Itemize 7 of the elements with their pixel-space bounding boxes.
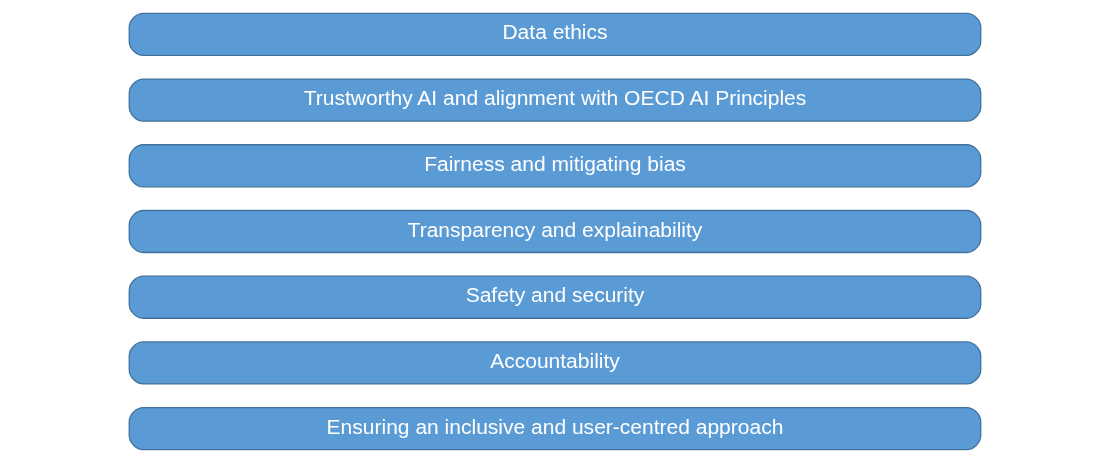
node-box: Accountability — [128, 341, 982, 385]
node-box: Fairness and mitigating bias — [128, 144, 982, 188]
node-box: Trustworthy AI and alignment with OECD AI Principles — [128, 78, 982, 122]
node-box: Transparency and explainability — [128, 209, 982, 254]
node-box: Ensuring an inclusive and user-centred approach — [128, 406, 982, 451]
node-box: Safety and security — [128, 275, 982, 319]
node-box: Data ethics — [128, 12, 982, 57]
